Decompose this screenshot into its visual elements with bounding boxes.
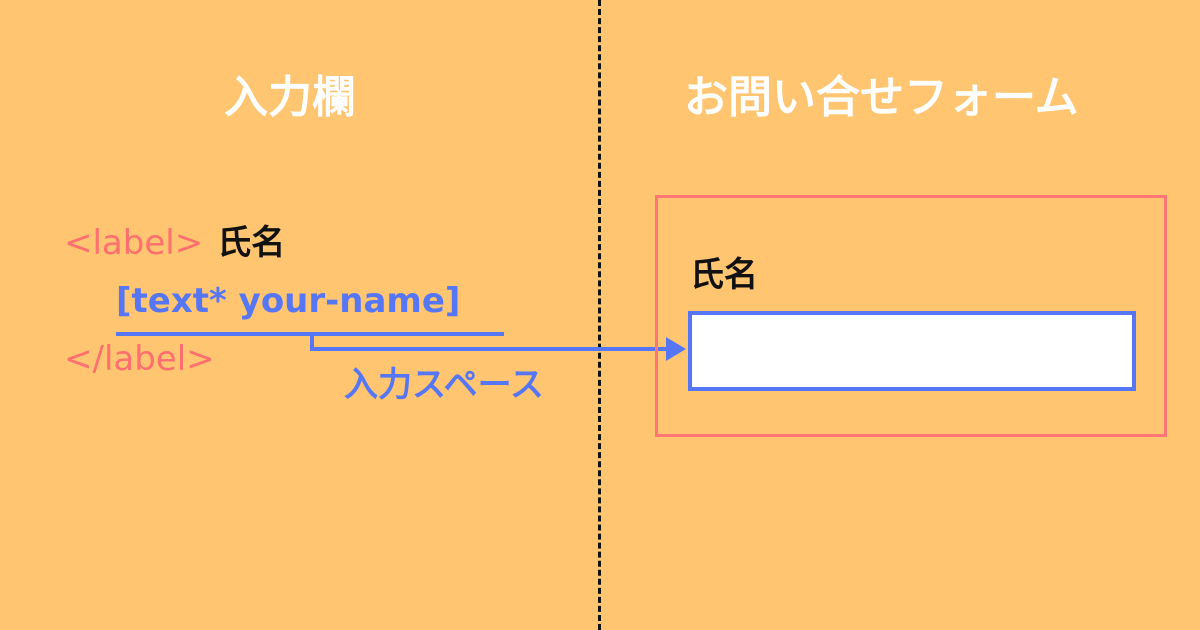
contact-form-preview: 氏名 xyxy=(655,195,1167,437)
shortcode-underline xyxy=(116,332,504,336)
input-space-label: 入力スペース xyxy=(344,365,544,405)
label-close-tag: </label> xyxy=(64,339,215,379)
label-open-tag: <label> xyxy=(64,223,204,263)
shortcode-line: [text* your-name] xyxy=(116,281,461,321)
label-text: 氏名 xyxy=(217,223,286,263)
label-close-line: </label> xyxy=(64,338,215,380)
input-field-heading: 入力欄 xyxy=(224,72,356,123)
name-input[interactable] xyxy=(688,311,1136,391)
form-field-label: 氏名 xyxy=(690,255,758,295)
connector-line xyxy=(310,336,666,351)
contact-form-heading: お問い合せフォーム xyxy=(684,72,1079,123)
center-divider xyxy=(598,0,601,630)
label-open-line: <label> 氏名 xyxy=(64,222,285,264)
